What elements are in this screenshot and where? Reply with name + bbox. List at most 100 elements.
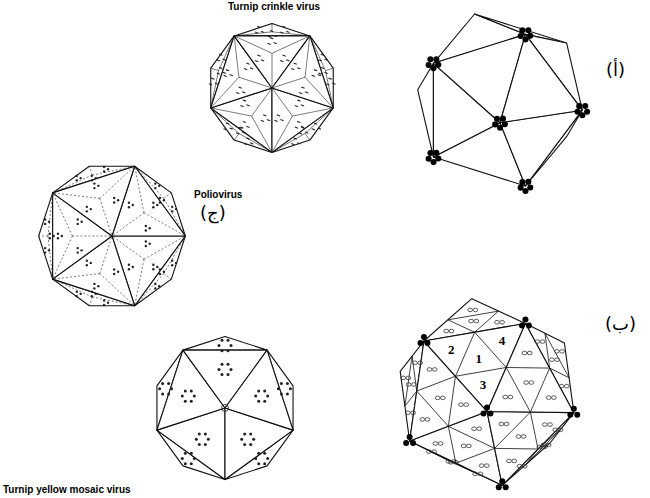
subunit-dot [257,400,260,403]
subunit-mark [464,403,469,407]
subunit-mark [499,422,504,426]
subunit-mark [446,460,451,464]
subdivision-line [286,31,289,32]
subunit-dot [145,229,147,231]
subunit-mark [432,450,437,454]
subunit-dot [263,389,266,392]
subunit-dot [44,223,46,225]
subunit-dot [103,304,105,306]
subdivision-line [305,36,310,77]
subdivision-line [234,32,272,36]
subdivision-line [243,121,246,122]
subunit-dot [175,262,177,264]
subunit-dot [427,56,433,62]
subdivision-line [209,84,212,85]
capsid-b [400,299,580,491]
subunit-mark [524,381,529,385]
subunit-mark [507,459,512,463]
subdivision-line [135,166,164,198]
subunit-dot [492,121,498,127]
subdivision-line [495,412,538,449]
subunit-dot [152,268,154,270]
subdivision-line [305,132,308,133]
subdivision-line [417,376,456,426]
subunit-dot [57,233,59,235]
subunit-mark [472,427,477,431]
subdivision-line [53,274,100,279]
subunit-dot [190,452,193,455]
subunit-mark [504,422,509,426]
subunit-mark [411,383,416,387]
subdivision-line [211,108,252,116]
subdivision-line [295,106,298,107]
subunit-dot [167,382,170,385]
subdivision-line [321,54,324,55]
subdivision-line [295,127,298,128]
subunit-dot [433,150,439,156]
subunit-dot [221,373,224,376]
subunit-dot [230,344,233,347]
subunit-dot [198,443,201,446]
subdivision-line [92,297,134,306]
subdivision-line [261,60,264,61]
subunit-dot [526,322,532,328]
subunit-dot [167,392,170,395]
subunit-dot [93,287,95,289]
subdivision-line [429,451,475,473]
subunit-dot [156,266,158,268]
subdivision-line [299,133,302,134]
subunit-dot [254,395,257,398]
subdivision-line [297,143,300,144]
subdivision-line [217,60,220,61]
subunit-mark [438,442,443,446]
subunit-dot [222,405,229,412]
subdivision-line [211,108,239,134]
subunit-dot [158,387,161,390]
subunit-dot [93,283,95,285]
subunit-mark [478,472,483,476]
subunit-mark [401,376,406,380]
subunit-mark [540,340,545,344]
subunit-mark [474,319,479,323]
subunit-dot [103,166,105,168]
subunit-dot [86,210,88,212]
subunit-dot [77,251,79,253]
subunit-marks [426,27,591,194]
subunit-dot [159,273,161,275]
subunit-dot [280,392,283,395]
subunit-mark [542,423,547,427]
subunit-dot [154,187,156,189]
subunit-dot [79,293,81,295]
subunit-mark [433,442,438,446]
subunit-dot [190,389,193,392]
subunit-dot [80,220,82,222]
subunit-dot [249,433,252,436]
subunit-dot [77,218,79,220]
subdivision-line [53,193,100,198]
subunit-dot [184,389,187,392]
subunit-dot [574,412,580,418]
capsid-face [53,166,135,236]
subunit-dot [519,27,525,33]
subdivision-line [326,84,329,85]
subunit-dot [280,382,283,385]
subunit-dot [277,387,280,390]
capsid-face [475,14,567,43]
subdivision-line [135,166,144,213]
subdivision-line [272,88,292,116]
subunit-dot [128,206,130,208]
subunit-mark [440,396,445,400]
subunit-dot [152,206,154,208]
subdivision-line [299,93,302,94]
subdivision-line [224,75,227,76]
subunit-dot [193,395,196,398]
subdivision-line [219,54,222,55]
subdivision-line [272,32,310,36]
subunit-dot [159,201,161,203]
subdivision-line [305,92,308,93]
subunit-dot [227,349,230,352]
subunit-dot [257,452,260,455]
subdivision-line [234,36,272,53]
subdivision-line [226,70,229,71]
